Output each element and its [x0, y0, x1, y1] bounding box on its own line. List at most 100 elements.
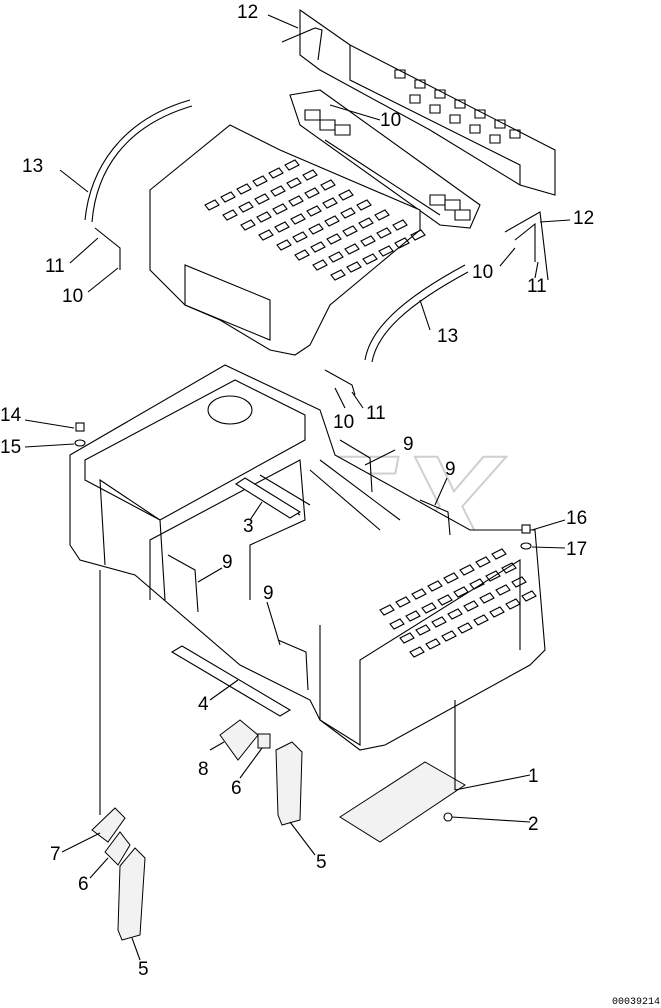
vent-hole — [501, 562, 517, 574]
vent-hole — [294, 249, 310, 261]
vent-hole — [521, 590, 537, 602]
vent-hole — [340, 207, 356, 219]
vent-hole — [399, 632, 415, 644]
vent-hole — [437, 594, 453, 606]
callout-7: 7 — [50, 844, 61, 865]
vent-hole — [495, 584, 511, 596]
vent-hole — [394, 237, 410, 249]
vent-hole — [312, 259, 328, 271]
callout-12-right: 12 — [573, 208, 594, 229]
callout-10-left: 10 — [62, 286, 83, 307]
callout-8: 8 — [198, 759, 209, 780]
callout-labels: 12 10 13 11 10 12 10 11 13 10 11 14 15 9… — [0, 2, 594, 980]
leader-lines — [24, 14, 571, 961]
vent-hole — [274, 221, 290, 233]
vent-hole — [322, 197, 338, 209]
vent-hole — [409, 646, 425, 658]
vent-hole — [286, 177, 302, 189]
part-seal-right-small — [504, 211, 549, 281]
vent-hole — [443, 572, 459, 584]
callout-5-left: 5 — [138, 959, 149, 980]
vent-hole — [459, 564, 475, 576]
vent-hole — [389, 618, 405, 630]
vent-hole — [342, 225, 358, 237]
vent-hole — [326, 233, 342, 245]
vent-hole — [240, 219, 256, 231]
vent-hole — [292, 231, 308, 243]
image-code: 00039214 — [612, 997, 660, 1008]
vent-hole — [344, 243, 360, 255]
vent-hole — [222, 209, 238, 221]
callout-10-center: 10 — [333, 412, 354, 433]
vent-hole — [392, 219, 408, 231]
vent-hole — [379, 604, 395, 616]
vent-hole — [302, 169, 318, 181]
callout-13-left: 13 — [22, 156, 43, 177]
part-seal-left — [84, 99, 193, 270]
vent-hole — [491, 548, 507, 560]
callout-6-middle: 6 — [231, 778, 242, 799]
vent-hole — [270, 185, 286, 197]
vent-hole — [236, 183, 252, 195]
part-bolt-left — [74, 422, 86, 447]
callout-11-center: 11 — [366, 403, 386, 424]
vent-hole — [254, 193, 270, 205]
part-2-clip — [443, 812, 453, 822]
vent-hole — [330, 269, 346, 281]
top-cover-grille — [204, 159, 426, 281]
part-main-housing — [69, 364, 546, 751]
vent-hole — [411, 588, 427, 600]
vent-hole — [410, 229, 426, 241]
callout-9-d: 9 — [263, 583, 274, 604]
vent-hole — [378, 245, 394, 257]
vent-hole — [441, 630, 457, 642]
vent-hole — [425, 638, 441, 650]
vent-hole — [505, 598, 521, 610]
part-pads-left — [91, 807, 146, 941]
callout-5-middle: 5 — [316, 852, 327, 873]
vent-hole — [308, 223, 324, 235]
callout-9-a: 9 — [403, 434, 414, 455]
callout-11-left: 11 — [45, 256, 65, 277]
callout-14: 14 — [0, 405, 22, 426]
vent-hole — [310, 241, 326, 253]
vent-hole — [431, 616, 447, 628]
housing-grille — [379, 548, 537, 658]
callout-10-right: 10 — [472, 262, 493, 283]
vent-hole — [204, 199, 220, 211]
callout-17: 17 — [566, 539, 587, 560]
vent-hole — [479, 592, 495, 604]
vent-hole — [324, 215, 340, 227]
callout-10-top: 10 — [380, 110, 401, 131]
vent-hole — [421, 602, 437, 614]
vent-hole — [252, 175, 268, 187]
vent-hole — [463, 600, 479, 612]
callout-11-right: 11 — [527, 276, 547, 297]
callout-16: 16 — [566, 508, 587, 529]
vent-hole — [511, 576, 527, 588]
vent-hole — [356, 199, 372, 211]
vent-hole — [238, 201, 254, 213]
vent-hole — [338, 189, 354, 201]
vent-hole — [258, 229, 274, 241]
vent-hole — [376, 227, 392, 239]
vent-hole — [395, 596, 411, 608]
vent-hole — [304, 187, 320, 199]
callout-15: 15 — [0, 437, 21, 458]
vent-hole — [362, 253, 378, 265]
vent-hole — [328, 251, 344, 263]
vent-hole — [288, 195, 304, 207]
callout-13-right: 13 — [437, 326, 458, 347]
vent-hole — [427, 580, 443, 592]
callout-12-top: 12 — [237, 2, 258, 23]
callout-1: 1 — [528, 766, 539, 787]
vent-hole — [475, 556, 491, 568]
callout-9-b: 9 — [445, 459, 456, 480]
vent-hole — [358, 217, 374, 229]
vent-hole — [268, 167, 284, 179]
vent-hole — [473, 614, 489, 626]
vent-hole — [306, 205, 322, 217]
vent-hole — [374, 209, 390, 221]
part-bracket-top-middle — [289, 89, 481, 229]
part-pads-middle — [219, 719, 303, 826]
